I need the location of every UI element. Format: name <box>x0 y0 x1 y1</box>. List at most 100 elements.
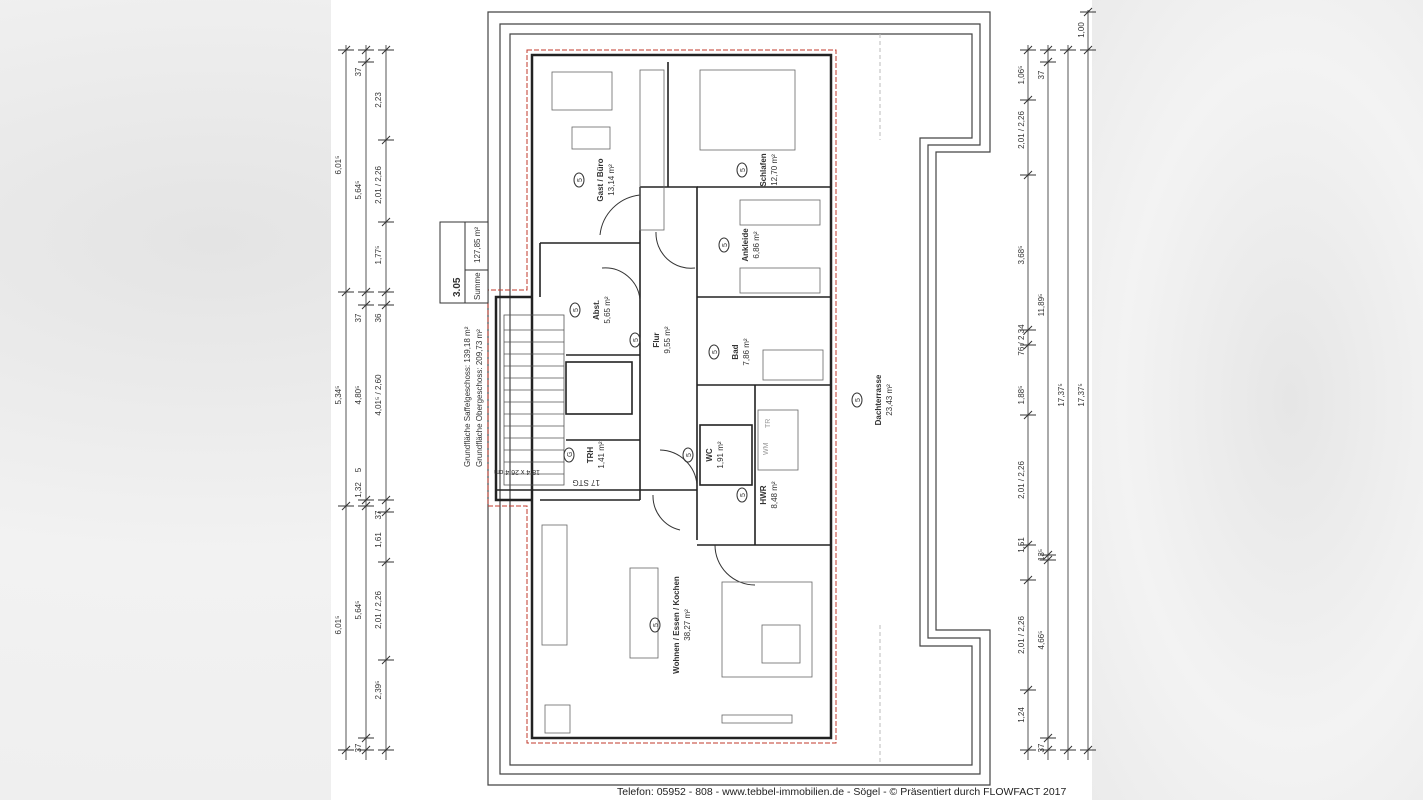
floor-plan-sheet <box>331 0 1092 800</box>
furniture <box>541 69 824 734</box>
dimension-label: 4,66⁵ <box>1037 631 1046 650</box>
room-name: Flur <box>652 332 661 347</box>
dimension-labels: 6,01⁵5,34⁵6,01⁵375,64⁵374,80⁵51,325,64⁵3… <box>334 22 1086 753</box>
room-name: Ankleide <box>741 228 750 262</box>
room-marker <box>563 447 575 463</box>
interior-walls <box>496 62 831 546</box>
dimension-tick <box>1043 733 1053 743</box>
room-name: Bad <box>731 344 740 359</box>
footer-contact: Telefon: 05952 - 808 - www.tebbel-immobi… <box>617 786 1067 798</box>
dimension-label: 1,77⁵ <box>374 246 383 265</box>
dimension-tick <box>1083 7 1093 17</box>
bathtub <box>762 349 824 381</box>
unit-summary-box: 3.05 Summe 127,85 m² <box>439 221 489 304</box>
dimension-label: 5,64⁵ <box>354 601 363 620</box>
closet <box>739 199 821 226</box>
room-marker-text: 5 <box>653 623 660 627</box>
appliance-labels: WM TR <box>763 419 772 455</box>
dimension-tick <box>381 557 391 567</box>
dimension-tick <box>1043 45 1053 55</box>
dimension-label: 4,01⁵ / 2,60 <box>374 374 383 416</box>
dimension-tick <box>381 745 391 755</box>
dimension-label: 1,61 <box>374 532 383 548</box>
room-marker <box>851 392 863 408</box>
dimension-tick <box>341 745 351 755</box>
room-marker <box>718 237 730 253</box>
dimension-tick <box>361 733 371 743</box>
dimension-tick <box>1023 745 1033 755</box>
dimension-label: 2,23 <box>374 92 383 108</box>
floor-area-1: Grundfläche Saffelgeschoss: 139,18 m² <box>463 326 472 467</box>
walls <box>494 53 833 740</box>
washer-dryer <box>757 409 799 471</box>
dimension-tick <box>381 655 391 665</box>
dimension-label: 1,06⁵ <box>1017 66 1026 85</box>
sofa <box>551 71 613 111</box>
dimension-label: 5,64⁵ <box>354 181 363 200</box>
room-area: 7,86 m² <box>742 338 751 365</box>
room-area: 38,27 m² <box>683 609 692 641</box>
room-marker-text: 5 <box>740 168 747 172</box>
room-marker-text: 5 <box>633 338 640 342</box>
stair-steps: 17 STG <box>572 478 600 487</box>
staircase <box>503 314 565 486</box>
room-name: TRH <box>586 447 595 464</box>
dimension-tick <box>1023 325 1033 335</box>
bed <box>699 69 796 151</box>
svg-text:WM: WM <box>763 442 770 455</box>
room-marker-text: 5 <box>740 493 747 497</box>
room-marker <box>736 487 748 503</box>
room-area: 1,91 m² <box>716 441 725 468</box>
dimension-tick <box>381 507 391 517</box>
dining-table <box>629 567 659 659</box>
room-name: HWR <box>759 485 768 504</box>
room-area: 9,55 m² <box>663 326 672 353</box>
dimension-tick <box>361 45 371 55</box>
dimension-label: 37 <box>374 510 383 519</box>
dimension-tick <box>381 300 391 310</box>
sofa-corner <box>721 581 813 678</box>
dimension-tick <box>381 287 391 297</box>
svg-text:TR: TR <box>765 419 772 428</box>
dimension-label: 37 <box>1037 743 1046 752</box>
dimension-tick <box>1043 555 1053 565</box>
room-marker <box>736 162 748 178</box>
dimension-tick <box>1043 550 1053 560</box>
room-marker <box>682 447 694 463</box>
room-name: Wohnen / Essen / Kochen <box>672 576 681 674</box>
dimension-label: 1,51 <box>1017 537 1026 553</box>
dimension-tick <box>361 287 371 297</box>
unit-number: 3.05 <box>452 277 463 297</box>
dimension-tick <box>381 217 391 227</box>
dimension-label: 1,24 <box>1017 707 1026 723</box>
dimension-label: 37 <box>354 67 363 76</box>
room-area: 23,43 m² <box>885 384 894 416</box>
room-marker <box>569 302 581 318</box>
dimension-tick <box>1083 745 1093 755</box>
room-marker-text: G <box>567 452 574 457</box>
dimension-label: 13⁵ <box>1037 549 1046 561</box>
desk <box>571 126 611 150</box>
dimension-tick <box>1043 745 1053 755</box>
room-marker <box>649 617 661 633</box>
dimension-label: 3,68⁵ <box>1017 246 1026 265</box>
building-outline <box>487 49 837 744</box>
closet <box>739 267 821 294</box>
dimension-tick <box>1023 170 1033 180</box>
wardrobe <box>639 69 665 231</box>
room-name: Abst. <box>592 300 601 320</box>
dimension-label: 6,01⁵ <box>334 616 343 635</box>
room-marker <box>573 172 585 188</box>
sum-label: Summe <box>473 272 482 300</box>
dimension-tick <box>1023 45 1033 55</box>
dimension-tick <box>361 745 371 755</box>
dimension-tick <box>1023 540 1033 550</box>
room-area: 1,41 m² <box>597 441 606 468</box>
dimension-label: 2,01 / 2,26 <box>1017 461 1026 499</box>
dimension-tick <box>341 287 351 297</box>
dimension-tick <box>361 300 371 310</box>
dimension-label: 6,01⁵ <box>334 156 343 175</box>
room-name: WC <box>705 448 714 462</box>
dimension-lines <box>345 10 1089 760</box>
